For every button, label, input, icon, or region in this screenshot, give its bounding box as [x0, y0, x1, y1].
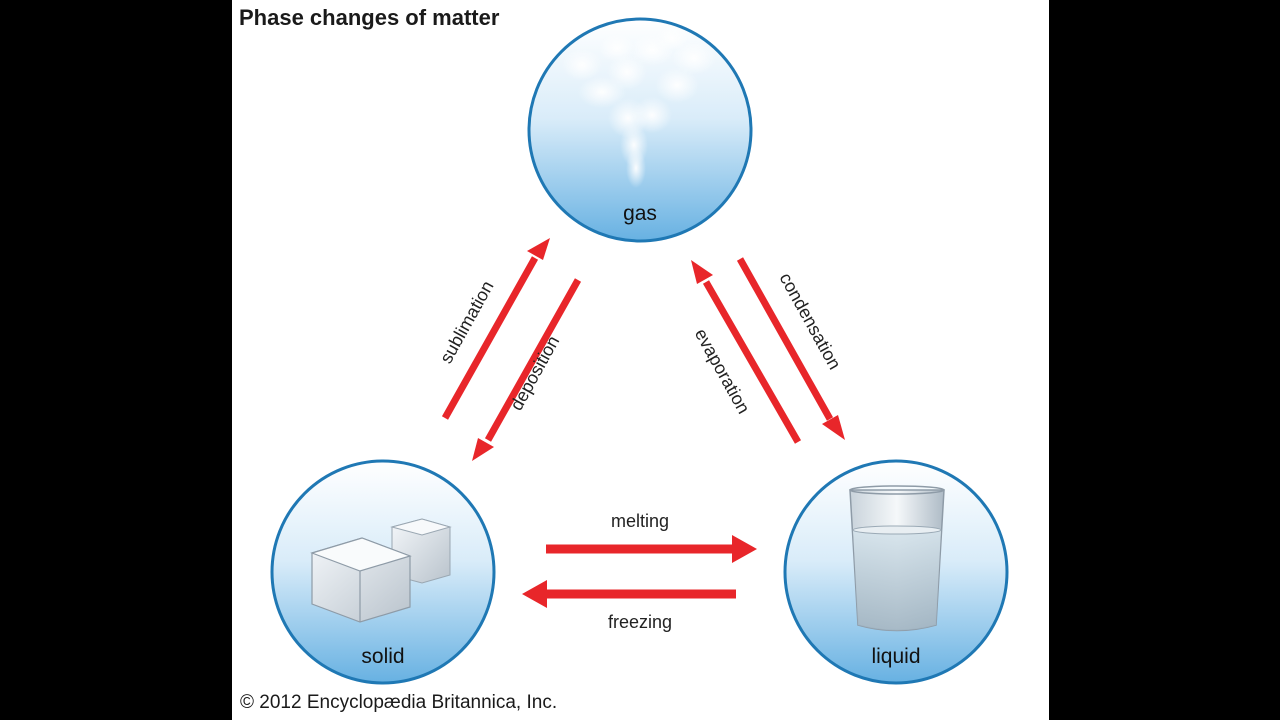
liquid-node: liquid — [785, 461, 1007, 683]
melting-label: melting — [611, 511, 669, 531]
liquid-label: liquid — [871, 645, 920, 668]
gas-node: gas — [529, 19, 751, 241]
melting-arrow — [546, 535, 757, 563]
water-glass-icon — [850, 486, 944, 631]
evaporation-label: evaporation — [691, 325, 754, 417]
solid-node: solid — [272, 461, 494, 683]
freezing-arrow — [522, 580, 736, 608]
phase-diagram: gas solid — [232, 0, 1049, 720]
gas-label: gas — [623, 202, 657, 225]
sublimation-label: sublimation — [436, 277, 498, 366]
condensation-label: condensation — [776, 269, 845, 372]
diagram-panel: gas solid — [232, 0, 1049, 720]
deposition-label: deposition — [506, 332, 563, 413]
diagram-title: Phase changes of matter — [239, 5, 499, 31]
solid-label: solid — [361, 645, 404, 668]
copyright-notice: © 2012 Encyclopædia Britannica, Inc. — [240, 692, 557, 714]
freezing-label: freezing — [608, 612, 672, 632]
